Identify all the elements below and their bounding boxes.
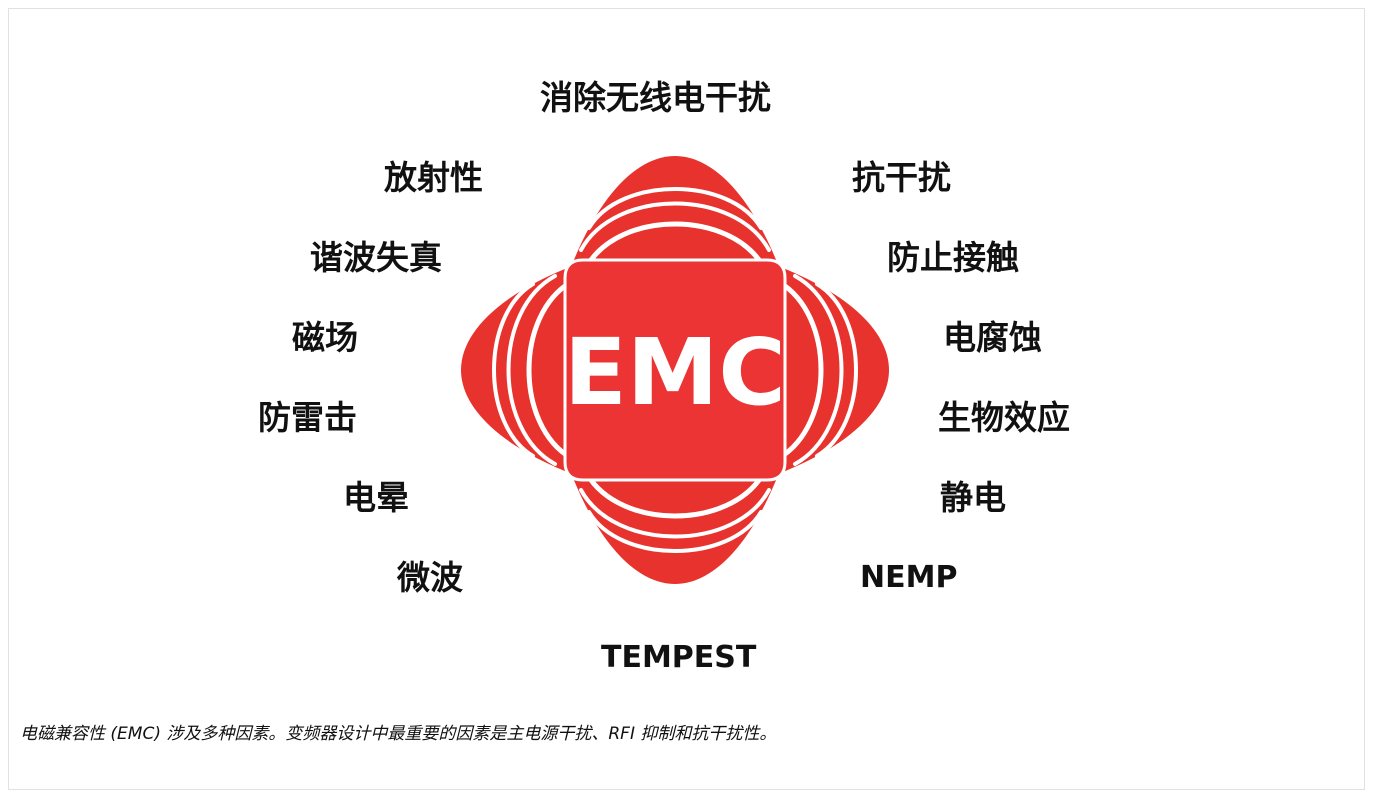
emc-wave-stripe: [526, 279, 574, 461]
label-lightning-protection: 防雷击: [258, 398, 357, 437]
emc-wave-stripe: [587, 187, 763, 230]
emc-wave-stripe: [776, 279, 824, 461]
emc-wave-petal-right: [767, 262, 889, 478]
emc-center-label: EMC: [564, 319, 786, 426]
emc-wave-petal-left: [461, 262, 583, 478]
label-radio-interference-suppression: 消除无线电干扰: [540, 78, 771, 117]
emc-wave-petal-top: [567, 156, 783, 278]
label-radioactivity: 放射性: [384, 158, 483, 197]
emc-wave-stripe: [492, 282, 535, 458]
label-nemp: NEMP: [860, 560, 958, 595]
label-magnetic-field: 磁场: [292, 318, 358, 357]
emc-center-square: [563, 258, 787, 482]
label-corona: 电晕: [343, 478, 409, 517]
label-immunity: 抗干扰: [852, 158, 951, 197]
label-electrical-corrosion: 电腐蚀: [943, 318, 1042, 357]
emc-wave-stripe: [584, 471, 766, 519]
emc-wave-stripe: [584, 221, 766, 269]
label-static-electricity: 静电: [940, 478, 1006, 517]
label-microwave: 微波: [397, 558, 463, 597]
label-harmonic-distortion: 谐波失真: [310, 238, 442, 277]
emc-wave-stripe: [793, 274, 844, 466]
emc-wave-stripe: [579, 201, 771, 252]
label-tempest: TEMPEST: [601, 640, 757, 675]
label-biological-effects: 生物效应: [938, 398, 1070, 437]
emc-wave-stripe: [506, 274, 557, 466]
label-contact-prevention: 防止接触: [887, 238, 1019, 277]
emc-emblem: EMC: [461, 156, 889, 584]
figure-frame: [8, 8, 1365, 790]
emc-wave-stripe: [587, 510, 763, 553]
emc-wave-stripe: [579, 488, 771, 539]
emc-wave-stripe: [815, 282, 858, 458]
emc-wave-petal-bottom: [567, 462, 783, 584]
figure-caption: 电磁兼容性 (EMC) 涉及多种因素。变频器设计中最重要的因素是主电源干扰、RF…: [20, 724, 777, 744]
